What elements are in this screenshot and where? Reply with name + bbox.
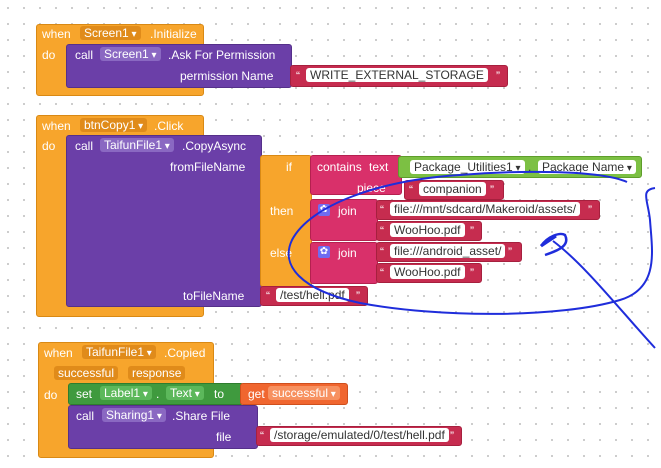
quote-open-icon: “: [380, 203, 384, 217]
quote-close-icon: ”: [470, 266, 474, 280]
quote-open-icon: “: [296, 69, 300, 83]
join-label: join: [338, 246, 357, 260]
when-keyword: when: [42, 27, 71, 41]
label1-component-dropdown[interactable]: Label1: [100, 386, 152, 400]
piece-text-field[interactable]: companion: [419, 182, 486, 196]
else-path-text-field[interactable]: file:///android_asset/: [390, 244, 506, 258]
file-param-label: file: [216, 430, 232, 444]
do-keyword: do: [44, 388, 58, 402]
copied-event-label: .Copied: [164, 346, 206, 360]
successful-param[interactable]: successful: [54, 366, 119, 380]
sharing1-call-component-dropdown[interactable]: Sharing1: [102, 408, 166, 422]
taifunfile1-call-component-dropdown[interactable]: TaifunFile1: [100, 138, 174, 152]
to-keyword: to: [214, 387, 225, 401]
quote-open-icon: “: [380, 224, 384, 238]
permission-name-param-label: permission Name: [180, 69, 274, 83]
quote-close-icon: ”: [490, 183, 494, 197]
quote-open-icon: “: [260, 429, 264, 443]
set-keyword: set: [76, 387, 93, 401]
then-join-block[interactable]: [310, 199, 378, 241]
then-path-text-field[interactable]: file:///mnt/sdcard/Makeroid/assets/: [390, 202, 581, 216]
call-keyword: call: [75, 139, 94, 153]
when-keyword: when: [44, 346, 73, 360]
quote-open-icon: “: [380, 245, 384, 259]
btncopy1-component-dropdown[interactable]: btnCopy1: [80, 118, 148, 132]
to-file-name-param-label: toFileName: [183, 289, 245, 303]
call-keyword: call: [75, 48, 94, 62]
do-keyword: do: [42, 139, 56, 153]
then-file-text-field[interactable]: WooHoo.pdf: [390, 223, 465, 237]
join-label: join: [338, 204, 357, 218]
share-file-method-label: .Share File: [172, 409, 231, 423]
quote-open-icon: “: [380, 266, 384, 280]
screen1-call-component-dropdown[interactable]: Screen1: [100, 47, 161, 61]
quote-close-icon: ”: [496, 69, 500, 83]
if-keyword: if: [286, 160, 292, 174]
copy-async-call-block[interactable]: [66, 135, 262, 307]
call-keyword: call: [76, 409, 95, 423]
get-keyword: get: [248, 387, 265, 401]
ask-for-permission-method-label: .Ask For Permission: [168, 48, 276, 62]
property-dot-label: .: [528, 160, 532, 174]
initialize-event-label: .Initialize: [150, 27, 197, 41]
successful-variable-dropdown[interactable]: successful: [268, 386, 340, 400]
quote-open-icon: “: [266, 289, 270, 303]
package-name-property-dropdown[interactable]: Package Name: [538, 160, 636, 174]
quote-close-icon: ”: [450, 429, 454, 443]
else-keyword: else: [270, 246, 293, 260]
text-property-dropdown[interactable]: Text: [166, 386, 204, 400]
quote-close-icon: ”: [588, 203, 592, 217]
when-keyword: when: [42, 119, 71, 133]
permission-text-field[interactable]: WRITE_EXTERNAL_STORAGE: [306, 68, 488, 82]
click-event-label: .Click: [154, 119, 184, 133]
contains-label: contains: [317, 160, 362, 174]
quote-close-icon: ”: [470, 224, 474, 238]
to-file-name-text-field[interactable]: /test/hell.pdf: [276, 288, 349, 302]
file-path-text-field[interactable]: /storage/emulated/0/test/hell.pdf: [270, 428, 449, 442]
if-then-else-block[interactable]: [260, 155, 312, 287]
response-param[interactable]: response: [128, 366, 186, 380]
then-keyword: then: [270, 204, 294, 218]
screen1-component-dropdown[interactable]: Screen1: [80, 26, 141, 40]
from-file-name-param-label: fromFileName: [170, 160, 246, 174]
quote-open-icon: “: [409, 183, 413, 197]
quote-close-icon: ”: [508, 245, 512, 259]
else-file-text-field[interactable]: WooHoo.pdf: [390, 265, 465, 279]
join-gear-icon[interactable]: ✿: [318, 246, 330, 258]
copy-async-method-label: .CopyAsync: [182, 139, 247, 153]
text-param-label: text: [369, 160, 389, 174]
do-keyword: do: [42, 48, 56, 62]
property-dot-label: .: [156, 387, 160, 401]
quote-close-icon: ”: [356, 289, 360, 303]
package-utilities-component-dropdown[interactable]: Package_Utilities1: [410, 160, 525, 174]
taifunfile1-component-dropdown[interactable]: TaifunFile1: [82, 345, 156, 359]
